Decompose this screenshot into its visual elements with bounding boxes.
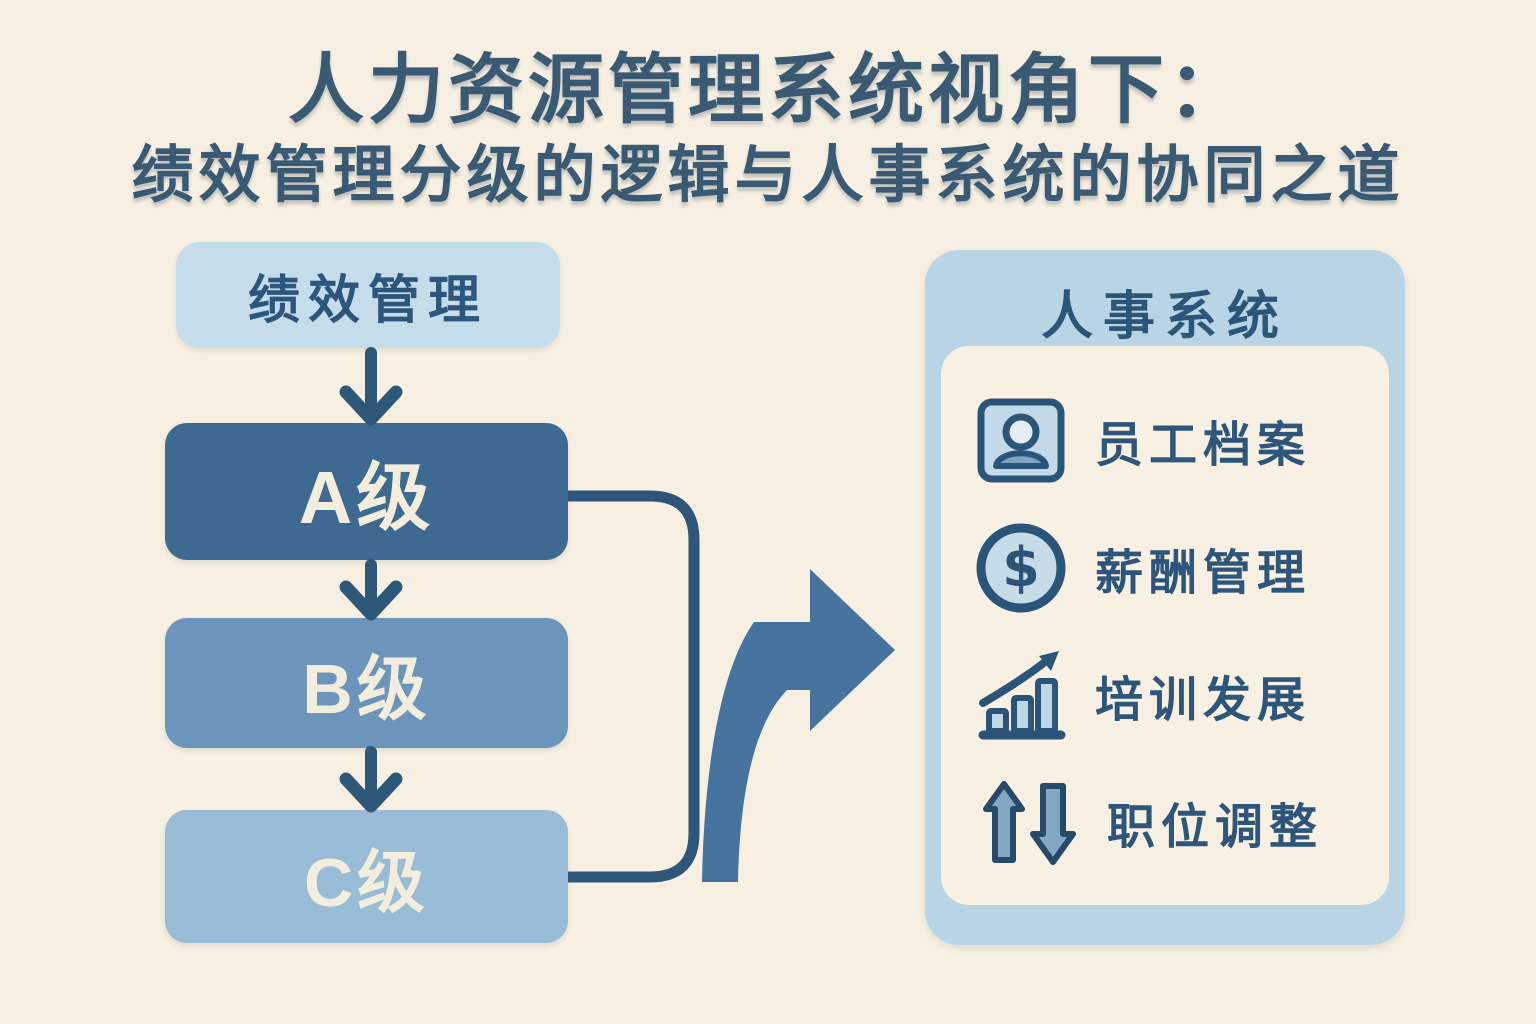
list-item: 职位调整: [975, 776, 1381, 868]
down-arrow-icon: [339, 559, 403, 621]
level-b-label: B级: [302, 649, 431, 728]
list-item-label: 培训发展: [1095, 674, 1312, 727]
hr-system-panel: 人事系统 员工档案 $: [925, 250, 1405, 945]
list-item: $ 薪酬管理: [975, 522, 1381, 614]
list-item-label: 员工档案: [1095, 419, 1312, 472]
down-arrow-icon: [339, 746, 403, 813]
list-item-label: 薪酬管理: [1095, 547, 1312, 600]
page-title-line2: 绩效管理分级的逻辑与人事系统的协同之道: [131, 141, 1405, 210]
level-a-box: A级: [165, 423, 568, 560]
performance-management-box: 绩效管理: [176, 242, 560, 348]
level-c-box: C级: [165, 810, 568, 943]
up-down-arrows-icon: [975, 776, 1079, 868]
level-a-label: A级: [298, 456, 435, 539]
svg-text:$: $: [1002, 536, 1040, 599]
level-c-label: C级: [303, 845, 430, 921]
down-arrow-icon: [339, 347, 403, 426]
a-c-connector-line: [568, 490, 700, 883]
level-b-box: B级: [165, 618, 568, 748]
id-card-icon: [975, 394, 1067, 486]
growth-chart-icon: [975, 649, 1067, 741]
list-item: 员工档案: [975, 394, 1381, 486]
performance-management-label: 绩效管理: [247, 271, 488, 330]
list-item: 培训发展: [975, 649, 1381, 741]
list-item-label: 职位调整: [1107, 801, 1324, 854]
dollar-circle-icon: $: [975, 522, 1067, 614]
hr-system-items-card: 员工档案 $ 薪酬管理: [941, 346, 1389, 905]
hr-system-title: 人事系统: [1040, 288, 1289, 346]
page-title-line1: 人力资源管理系统视角下：: [288, 48, 1248, 133]
merge-arrow-icon: [702, 569, 895, 882]
